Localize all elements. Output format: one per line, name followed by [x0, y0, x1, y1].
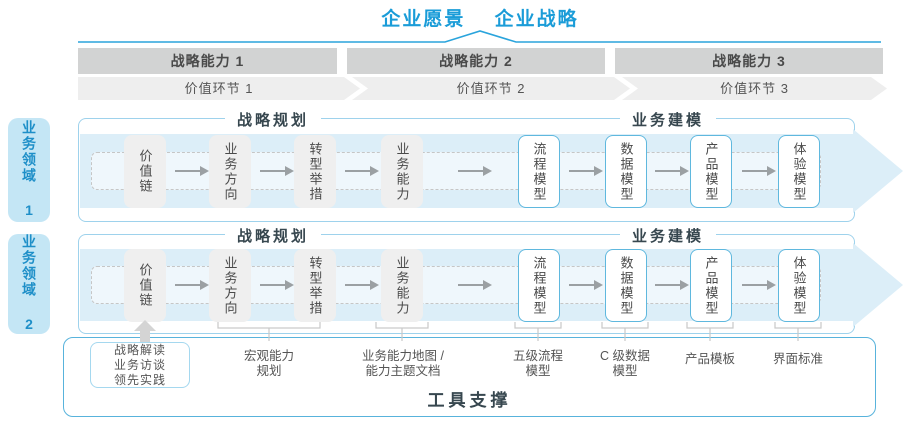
value-link-chevron-2: 价值环节 2 — [352, 77, 630, 100]
capability-bar-3: 战略能力 3 — [615, 48, 883, 74]
domain-tag-2-label: 业务领域 2 — [21, 234, 37, 334]
flow-arrow-icon — [742, 280, 776, 290]
flow-arrow-icon — [260, 280, 294, 290]
note-level5-process-model: 五级流程 模型 — [512, 349, 564, 378]
vision-title: 企业愿景 — [381, 9, 466, 30]
node-process-model: 流程模型 — [518, 135, 560, 208]
value-link-chevron-3: 价值环节 3 — [622, 77, 887, 100]
node-data-model: 数据模型 — [605, 135, 647, 208]
flow-arrow-icon — [175, 166, 209, 176]
node-business-capability: 业务能力 — [381, 135, 423, 208]
tool-support-label: 工具支撑 — [427, 391, 512, 410]
node-business-capability: 业务能力 — [381, 249, 423, 322]
flow-arrow-icon — [655, 166, 689, 176]
flow-arrow-icon — [458, 280, 492, 290]
capability-bar-2: 战略能力 2 — [347, 48, 605, 74]
planning-stage-header: 战略规划 — [224, 109, 322, 130]
domain-band-2: 战略规划 业务建模 价值链 业务方向 转型举措 业务能力 流程模型 数据模型 产… — [78, 225, 903, 334]
note-capability-map-docs: 业务能力地图 / 能力主题文档 — [362, 349, 444, 378]
node-transformation-initiatives: 转型举措 — [294, 249, 336, 322]
domain-tag-2: 业务领域 2 — [8, 234, 50, 334]
flow-arrow-icon — [260, 166, 294, 176]
strategy-title: 企业战略 — [494, 9, 579, 30]
note-c-level-data-model: C 级数据 模型 — [599, 349, 651, 378]
flow-arrow-icon — [569, 280, 603, 290]
node-value-chain: 价值链 — [124, 249, 166, 322]
tool-support-container: 工具支撑 — [63, 337, 876, 417]
node-business-direction: 业务方向 — [209, 249, 251, 322]
node-business-direction: 业务方向 — [209, 135, 251, 208]
flow-arrow-icon — [458, 166, 492, 176]
up-arrow-head-icon — [134, 320, 156, 331]
flow-arrow-icon — [175, 280, 209, 290]
capability-bar-1: 战略能力 1 — [78, 48, 337, 74]
strategy-inputs-box: 战略解读 业务访谈 领先实践 — [90, 342, 190, 388]
domain-band-1: 战略规划 业务建模 价值链 业务方向 转型举措 业务能力 流程模型 数据模型 产… — [78, 109, 903, 222]
modeling-stage-header: 业务建模 — [619, 225, 717, 246]
flow-arrow-icon — [655, 280, 689, 290]
node-transformation-initiatives: 转型举措 — [294, 135, 336, 208]
node-value-chain: 价值链 — [124, 135, 166, 208]
node-process-model: 流程模型 — [518, 249, 560, 322]
node-experience-model: 体验模型 — [778, 249, 820, 322]
note-product-template: 产品模板 — [684, 352, 736, 366]
planning-stage-header: 战略规划 — [224, 225, 322, 246]
node-experience-model: 体验模型 — [778, 135, 820, 208]
node-data-model: 数据模型 — [605, 249, 647, 322]
value-link-chevron-1: 价值环节 1 — [78, 77, 360, 100]
flow-arrow-icon — [345, 166, 379, 176]
note-ui-standard: 界面标准 — [772, 352, 824, 366]
value-stream-arrow-head-icon — [853, 129, 903, 213]
flow-arrow-icon — [345, 280, 379, 290]
value-stream-arrow-head-icon — [853, 243, 903, 327]
page-title: 企业愿景 企业战略 — [381, 4, 578, 31]
flow-arrow-icon — [742, 166, 776, 176]
domain-tag-1: 业务领域 1 — [8, 118, 50, 222]
domain-tag-1-label: 业务领域 1 — [21, 120, 37, 220]
modeling-stage-header: 业务建模 — [619, 109, 717, 130]
node-product-model: 产品模型 — [690, 249, 732, 322]
up-arrow-icon — [140, 331, 150, 343]
note-macro-capability-planning: 宏观能力 规划 — [243, 349, 295, 378]
node-product-model: 产品模型 — [690, 135, 732, 208]
flow-arrow-icon — [569, 166, 603, 176]
